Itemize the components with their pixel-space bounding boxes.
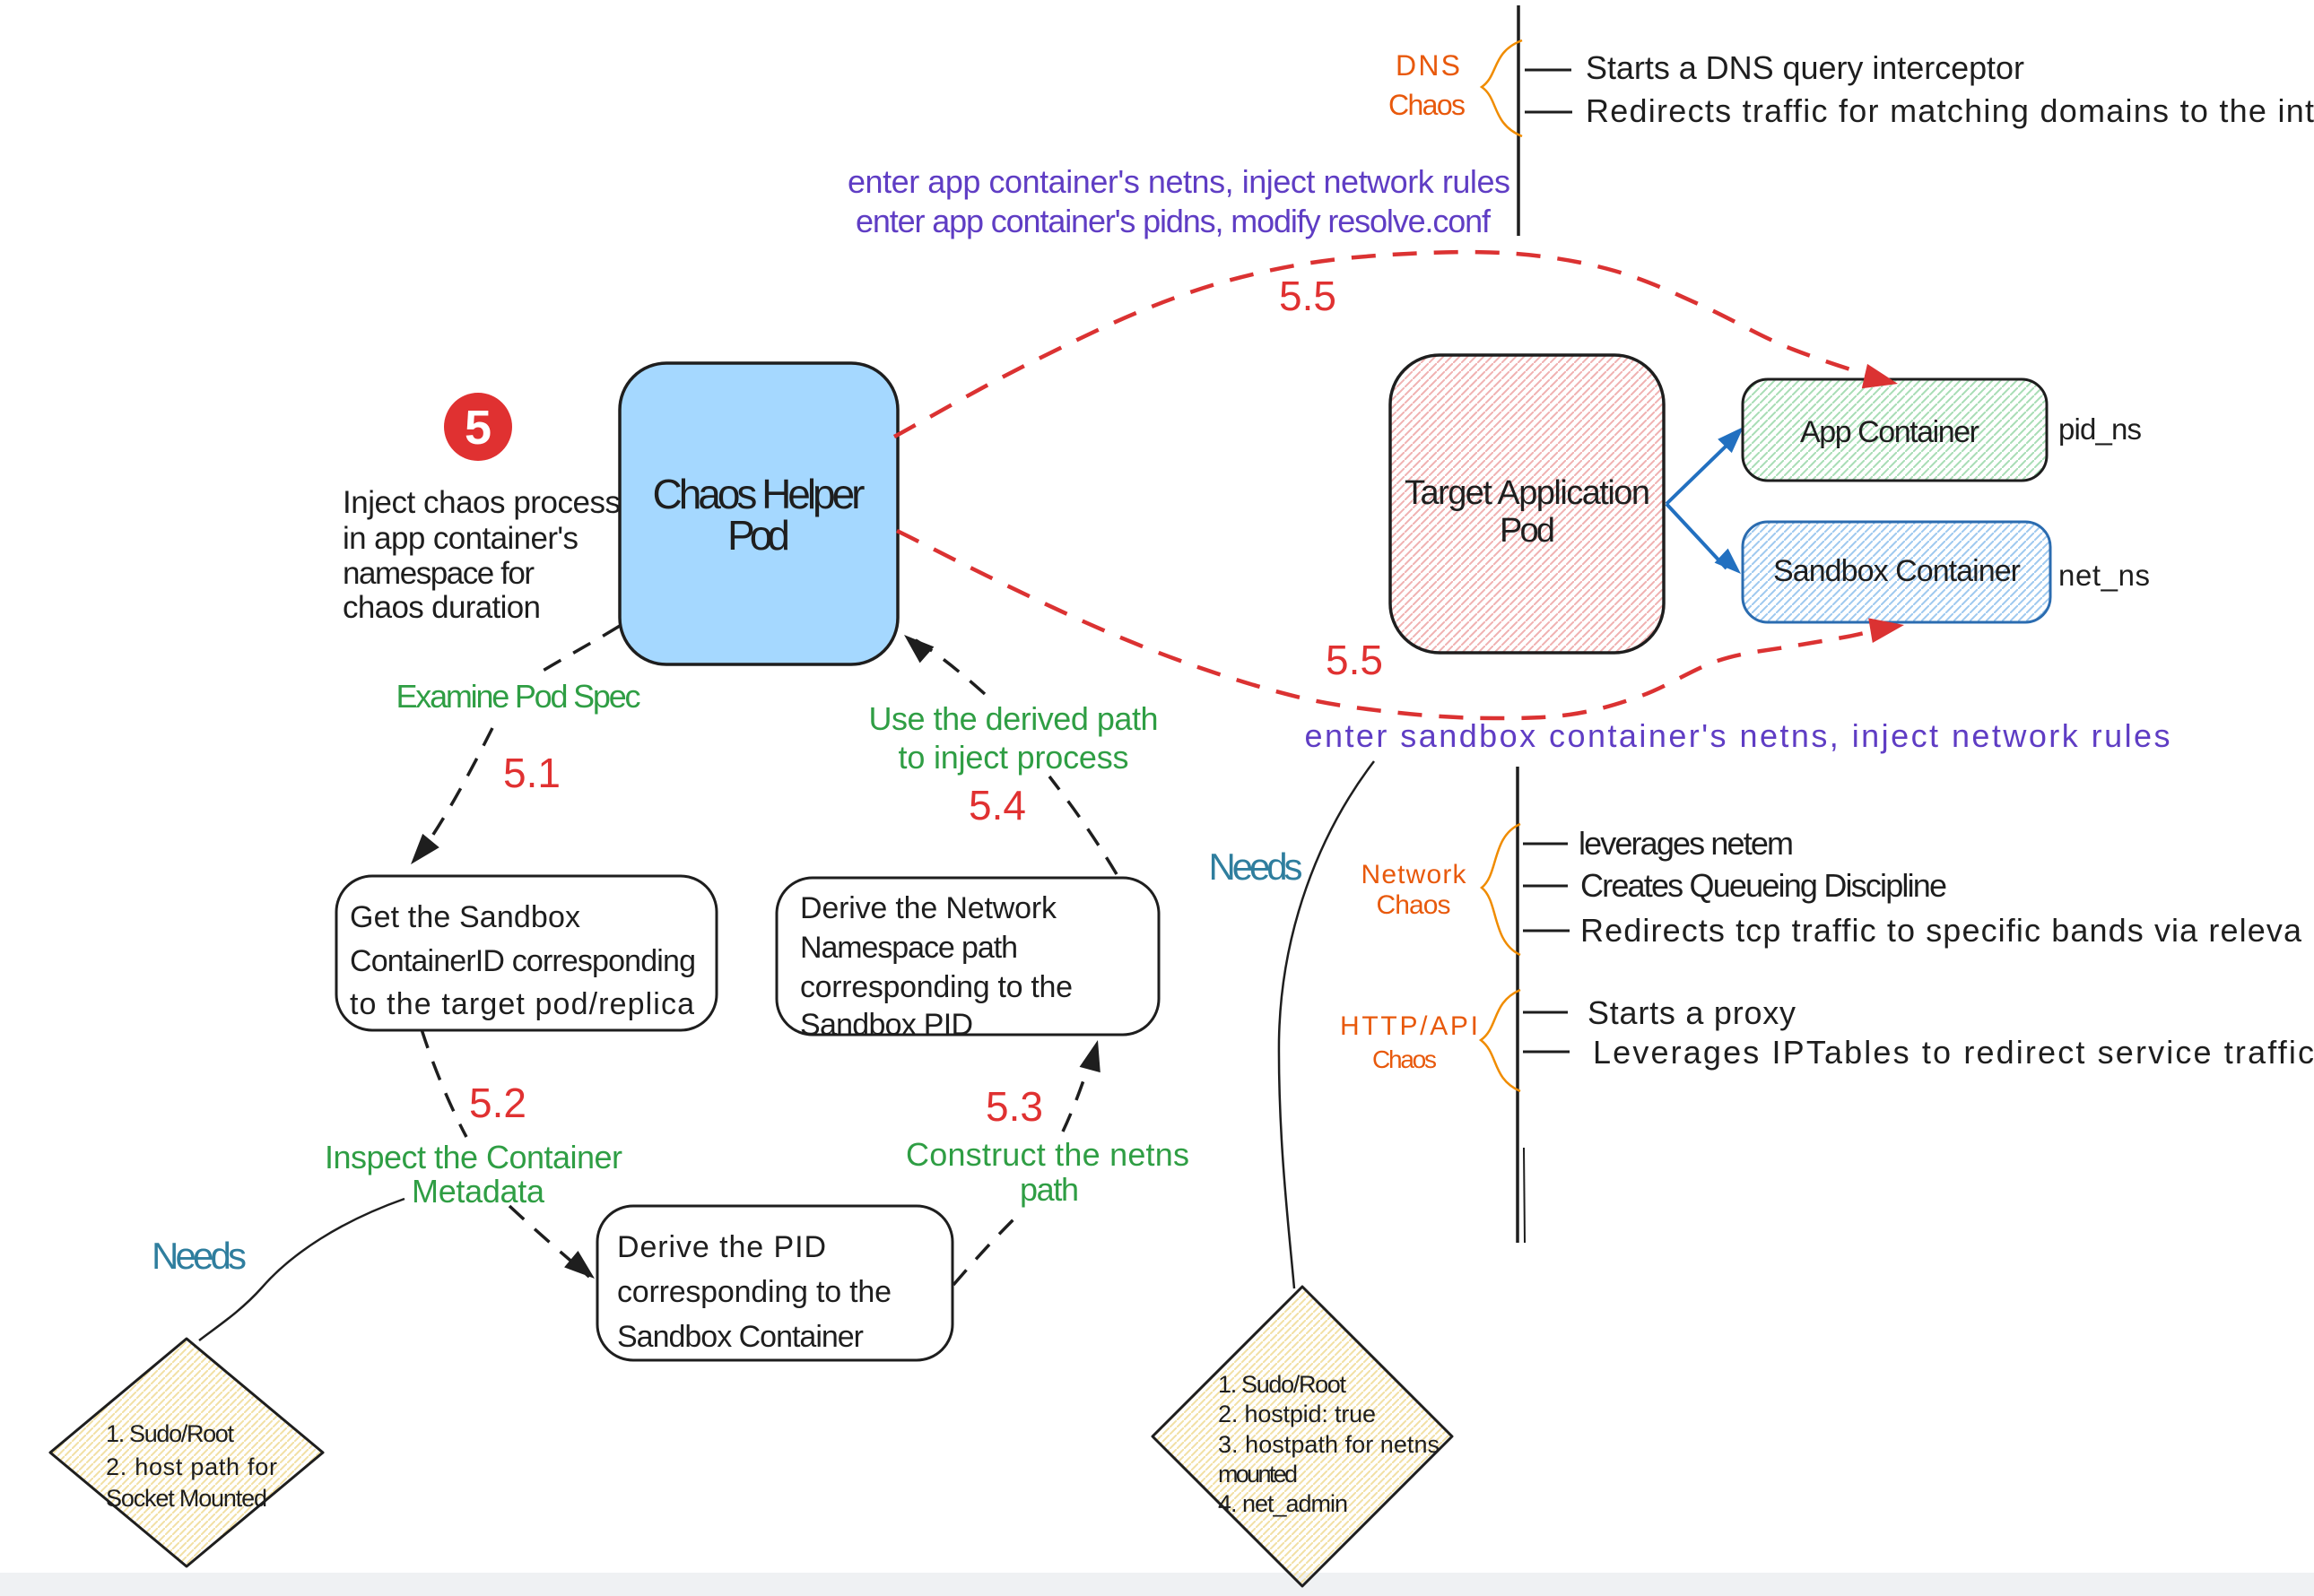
svg-text:to the target pod/replica: to the target pod/replica <box>350 987 694 1021</box>
svg-text:Pod: Pod <box>1500 512 1555 550</box>
svg-text:5: 5 <box>465 401 492 455</box>
svg-text:Metadata: Metadata <box>412 1173 545 1210</box>
svg-text:Examine Pod Spec: Examine Pod Spec <box>396 678 641 715</box>
svg-text:5.4: 5.4 <box>969 782 1026 828</box>
svg-text:Chaos: Chaos <box>1377 890 1451 920</box>
svg-text:to inject process: to inject process <box>899 739 1129 776</box>
svg-text:DNS: DNS <box>1396 49 1460 82</box>
svg-text:Use the derived path: Use the derived path <box>869 700 1159 737</box>
svg-text:Construct the netns: Construct the netns <box>906 1136 1189 1173</box>
svg-text:Needs: Needs <box>1209 846 1303 888</box>
svg-text:Redirects traffic for matching: Redirects traffic for matching domains t… <box>1586 92 2314 129</box>
svg-text:enter sandbox container's netn: enter sandbox container's netns, inject … <box>1305 717 2170 754</box>
svg-text:Inspect the Container: Inspect the Container <box>325 1139 622 1175</box>
svg-text:3. hostpath for netns: 3. hostpath for netns <box>1218 1431 1440 1458</box>
svg-text:namespace for: namespace for <box>343 556 535 591</box>
svg-text:Network: Network <box>1361 860 1467 889</box>
svg-text:Target Application: Target Application <box>1405 474 1650 512</box>
svg-text:HTTP/API: HTTP/API <box>1340 1011 1478 1041</box>
svg-text:5.2: 5.2 <box>469 1080 526 1126</box>
svg-text:Creates Queueing Discipline: Creates Queueing Discipline <box>1580 867 1947 904</box>
svg-text:Chaos Helper: Chaos Helper <box>653 471 866 517</box>
svg-text:5.5: 5.5 <box>1279 273 1336 319</box>
svg-text:ContainerID corresponding: ContainerID corresponding <box>350 944 696 978</box>
svg-text:Starts a DNS query interceptor: Starts a DNS query interceptor <box>1586 49 2024 86</box>
svg-text:Sandbox PID: Sandbox PID <box>800 1008 973 1042</box>
svg-text:leverages netem: leverages netem <box>1579 825 1794 862</box>
svg-text:mounted: mounted <box>1218 1461 1298 1488</box>
svg-text:in app container's: in app container's <box>343 521 578 556</box>
svg-text:5.1: 5.1 <box>503 750 561 796</box>
svg-text:Socket Mounted: Socket Mounted <box>106 1485 267 1512</box>
svg-text:4. net_admin: 4. net_admin <box>1218 1490 1348 1517</box>
svg-text:2. hostpid: true: 2. hostpid: true <box>1218 1401 1376 1427</box>
svg-text:enter app container's netns, i: enter app container's netns, inject netw… <box>848 163 1510 200</box>
svg-text:chaos duration: chaos duration <box>343 590 541 625</box>
svg-text:pid_ns: pid_ns <box>2058 412 2142 446</box>
svg-text:Derive the PID: Derive the PID <box>617 1230 826 1264</box>
svg-text:1. Sudo/Root: 1. Sudo/Root <box>1218 1371 1346 1398</box>
svg-text:Leverages IPTables to redirect: Leverages IPTables to redirect service t… <box>1593 1034 2314 1071</box>
svg-text:App Container: App Container <box>1800 415 1979 449</box>
svg-text:net_ns: net_ns <box>2058 559 2150 592</box>
svg-text:5.5: 5.5 <box>1326 637 1383 683</box>
svg-text:enter app container's pidns, m: enter app container's pidns, modify reso… <box>856 203 1492 239</box>
svg-text:Pod: Pod <box>727 512 790 559</box>
svg-text:1. Sudo/Root: 1. Sudo/Root <box>106 1420 234 1447</box>
svg-text:Needs: Needs <box>152 1235 247 1277</box>
svg-text:2. host path for: 2. host path for <box>106 1453 277 1480</box>
svg-text:Chaos: Chaos <box>1372 1045 1437 1073</box>
svg-text:Redirects tcp traffic to speci: Redirects tcp traffic to specific bands … <box>1580 912 2302 949</box>
svg-text:Sandbox Container: Sandbox Container <box>1773 554 2021 588</box>
svg-text:Derive the Network: Derive the Network <box>800 891 1057 925</box>
svg-text:Get the Sandbox: Get the Sandbox <box>350 900 580 934</box>
svg-text:Chaos: Chaos <box>1388 89 1466 121</box>
svg-text:Inject chaos process: Inject chaos process <box>343 485 621 520</box>
svg-text:Sandbox Container: Sandbox Container <box>617 1320 864 1354</box>
svg-text:corresponding to the: corresponding to the <box>617 1275 892 1309</box>
svg-text:Namespace path: Namespace path <box>800 931 1018 965</box>
svg-text:Starts a proxy: Starts a proxy <box>1588 994 1796 1031</box>
svg-text:corresponding to the: corresponding to the <box>800 970 1073 1004</box>
svg-text:path: path <box>1020 1171 1079 1208</box>
svg-text:5.3: 5.3 <box>986 1083 1043 1130</box>
